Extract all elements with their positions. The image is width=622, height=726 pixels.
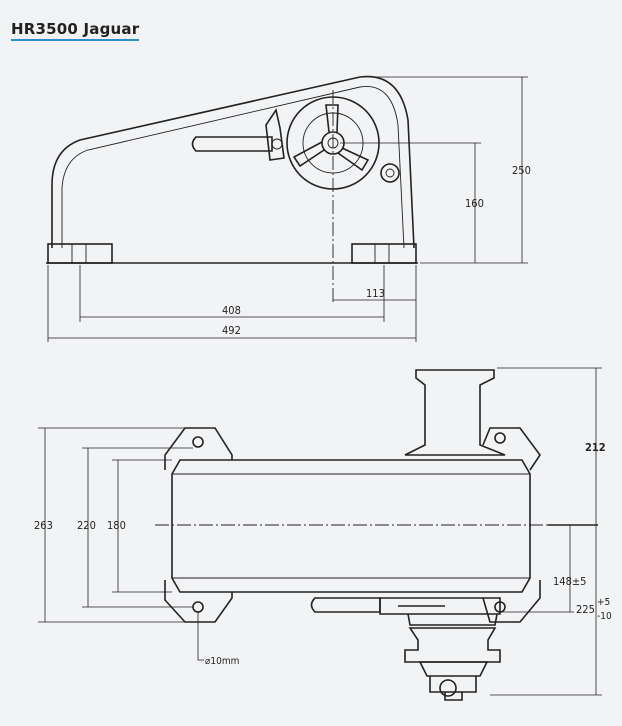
hole-leader: [197, 612, 204, 661]
dim-263: 263: [34, 519, 53, 532]
side-view: 250 160 113 408 492: [46, 75, 531, 342]
dim-408: 408: [222, 304, 241, 317]
dim-hole-diameter: ⌀10mm: [205, 656, 239, 667]
housing-outline: [51, 75, 415, 249]
dim-220: 220: [77, 519, 96, 532]
page-title: HR3500 Jaguar: [11, 20, 140, 41]
dim-113: 113: [366, 287, 385, 300]
mount-hole: [192, 436, 204, 448]
dim-250: 250: [512, 164, 531, 177]
dim-492: 492: [222, 324, 241, 337]
dim-225: 225: [576, 603, 595, 616]
gypsy: [404, 627, 501, 663]
mount-hole: [192, 601, 204, 613]
dim-160: 160: [465, 197, 484, 210]
lever: [310, 597, 381, 613]
pawl: [265, 107, 285, 161]
dim-212: 212: [585, 441, 606, 454]
top-view: 263 220 180 212 148±5 225 +5 -10 ⌀10mm: [34, 367, 612, 701]
spokes: [292, 104, 370, 172]
fairlead-pin: [380, 163, 400, 183]
housing-inner: [61, 86, 405, 249]
handle: [191, 136, 273, 152]
dim-180: 180: [107, 519, 126, 532]
left-flange: [164, 427, 233, 623]
capstan: [404, 369, 506, 456]
mount-hole: [494, 432, 506, 444]
dim-148: 148±5: [553, 575, 586, 588]
right-foot: [351, 243, 417, 264]
left-foot: [47, 243, 113, 264]
dim-225-tol-minus: -10: [597, 611, 612, 622]
drive-unit: [418, 661, 489, 701]
dim-225-tol-plus: +5: [597, 597, 610, 608]
motor-body: [171, 459, 531, 593]
gearbox: [379, 597, 501, 626]
